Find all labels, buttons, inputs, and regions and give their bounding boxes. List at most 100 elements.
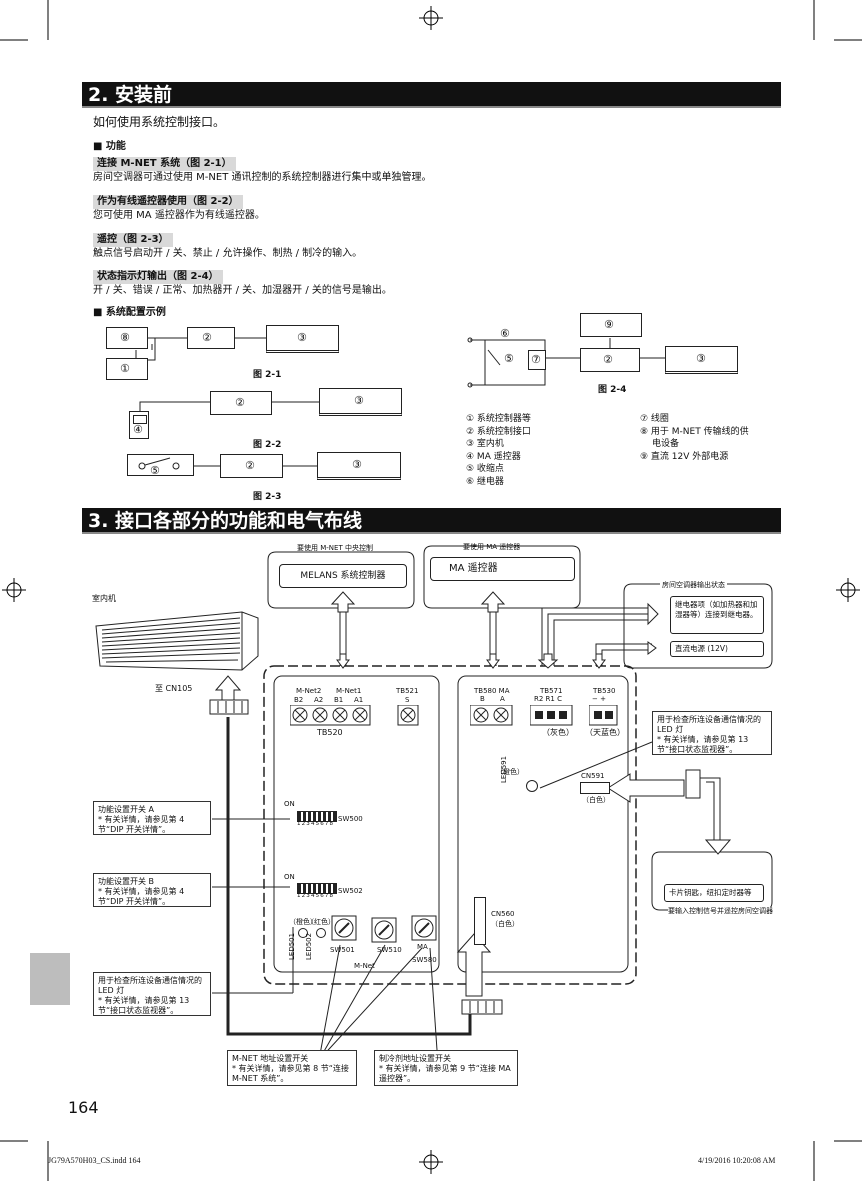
- item-ma: 作为有线遥控器使用（图 2-2） 您可使用 MA 遥控器作为有线遥控器。: [93, 189, 265, 222]
- led591-color: （橙色）: [496, 768, 524, 776]
- item-heading: 状态指示灯输出（图 2-4）: [93, 270, 223, 284]
- item-heading: 作为有线遥控器使用（图 2-2）: [93, 195, 243, 209]
- fig-2-3-lines: [138, 457, 317, 470]
- mnet1-label: M-Net1: [336, 687, 362, 695]
- section-3-header: 3. 接口各部分的功能和电气布线: [82, 508, 781, 534]
- b2-label: B2: [294, 696, 304, 704]
- to-cn105-label: 至 CN105: [155, 684, 193, 693]
- mnet2-label: M-Net2: [296, 687, 322, 695]
- dc-power-box: 直流电源 (12V): [670, 641, 764, 657]
- item-mnet: 连接 M-NET 系统（图 2-1） 房间空调器可通过使用 M-NET 通讯控制…: [93, 151, 432, 184]
- tb530-label: TB530: [593, 687, 616, 695]
- led-callout-left: 用于检查所连设备通信情况的 LED 灯* 有关详情，请参见第 13 节“接口状态…: [93, 972, 211, 1016]
- tb580-a: A: [500, 695, 505, 703]
- fig3-box-2: ②: [220, 454, 283, 478]
- sw510-label: SW510: [377, 946, 402, 954]
- tb580-label: TB580 MA: [474, 687, 510, 695]
- b1-label: B1: [334, 696, 344, 704]
- tb580-terminals: [470, 705, 513, 726]
- wiring-diagram: [209, 545, 773, 1061]
- tb530-color: （天蓝色）: [585, 728, 625, 737]
- relay-box: 继电器项（如加热器和加湿器等）连接到继电器。: [670, 596, 764, 634]
- led501-color: （橙色）: [289, 918, 317, 926]
- fig1-box-8: ⑧: [106, 327, 148, 349]
- chapter-tab: [30, 953, 70, 1005]
- fig2-ma-remote: ④: [129, 411, 149, 439]
- fig-2-2-lines: [139, 401, 319, 411]
- fig4-n5: ⑤: [504, 352, 514, 365]
- cn560-color: （白色）: [491, 920, 519, 928]
- sw502-on: ON: [284, 873, 295, 881]
- tb571-terminals: [530, 705, 573, 726]
- sw502-numbers: 1 2 3 4 5 6 7 8: [297, 893, 333, 899]
- tb530-pins: − +: [592, 695, 606, 703]
- page-number: 164: [68, 1098, 99, 1117]
- callout-switch-b: 功能设置开关 B* 有关详情，请参见第 4 节“DIP 开关详情”。: [93, 873, 211, 907]
- mnet-address-callout: M-NET 地址设置开关* 有关详情，请参见第 8 节“连接 M-NET 系统”…: [227, 1050, 357, 1086]
- ma-remote-box: MA 遥控器: [430, 557, 575, 581]
- led591-indicator: [526, 780, 538, 792]
- file-name: JG79A570H03_CS.indd 164: [48, 1156, 141, 1165]
- fig-2-4-label: 图 2-4: [598, 385, 627, 395]
- led502-color: （红色）: [307, 918, 335, 926]
- ma-use-label: 要使用 MA 遥控器: [463, 543, 521, 551]
- sw500-numbers: 1 2 3 4 5 6 7 8: [297, 821, 333, 827]
- tb571-pins: R2 R1 C: [534, 695, 562, 703]
- tb571-color: （灰色）: [542, 728, 574, 737]
- callout-switch-a: 功能设置开关 A* 有关详情，请参见第 4 节“DIP 开关详情”。: [93, 801, 211, 835]
- output-status-label: 房间空调器输出状态: [660, 581, 727, 590]
- fig4-n6: ⑥: [500, 327, 510, 340]
- fig3-switch-box: ⑤: [127, 454, 194, 477]
- mnet-central-label: 要使用 M-NET 中央控制: [297, 544, 373, 552]
- led502-indicator: [316, 928, 326, 938]
- tb530-terminals: [589, 705, 618, 726]
- item-text: 房间空调器可通过使用 M-NET 通讯控制的系统控制器进行集中或单独管理。: [93, 172, 432, 183]
- rotary-switches[interactable]: [330, 912, 440, 944]
- item-text: 触点信号启动开 / 关、禁止 / 允许操作、制热 / 制冷的输入。: [93, 248, 363, 259]
- sw502-label: SW502: [338, 887, 363, 895]
- tb521-label: TB521: [396, 687, 419, 695]
- fig4-box-2: ②: [580, 348, 640, 372]
- fig3-indoor-unit: ③: [317, 452, 401, 480]
- a1-label: A1: [354, 696, 364, 704]
- refrigerant-address-callout: 制冷剂地址设置开关* 有关详情，请参见第 9 节“连接 MA 遥控器”。: [374, 1050, 518, 1086]
- function-heading: ■ 功能: [93, 141, 126, 152]
- sw501-label: SW501: [330, 946, 355, 954]
- a2-label: A2: [314, 696, 324, 704]
- tb520-terminals: [290, 705, 419, 726]
- led501-indicator: [298, 928, 308, 938]
- item-text: 您可使用 MA 遥控器作为有线遥控器。: [93, 210, 265, 221]
- fig4-box-9: ⑨: [580, 313, 642, 337]
- item-text: 开 / 关、错误 / 正常、加热器开 / 关、加湿器开 / 关的信号是输出。: [93, 285, 392, 296]
- fig-2-1-label: 图 2-1: [253, 370, 282, 380]
- sw580-label: SW580: [412, 956, 437, 964]
- fig2-indoor-unit: ③: [319, 388, 402, 416]
- fig-2-2-label: 图 2-2: [253, 440, 282, 450]
- fig2-box-2: ②: [210, 391, 272, 415]
- card-box: 卡片钥匙，纽扣定时器等: [664, 884, 764, 902]
- melans-box: MELANS 系统控制器: [279, 564, 407, 588]
- fig4-box-7: ⑦: [528, 350, 546, 370]
- fig1-box-2: ②: [187, 327, 235, 349]
- item-remote: 遥控（图 2-3） 触点信号启动开 / 关、禁止 / 允许操作、制热 / 制冷的…: [93, 227, 362, 260]
- print-date: 4/19/2016 10:20:08 AM: [698, 1156, 776, 1165]
- fig-2-3-label: 图 2-3: [253, 492, 282, 502]
- tb580-b: B: [480, 695, 485, 703]
- sw500-dip[interactable]: [297, 811, 337, 822]
- card-caption: 要输入控制信号并遥控房间空调器: [668, 907, 774, 916]
- fig1-indoor-unit: ③: [266, 325, 339, 353]
- cn560-label: CN560: [491, 910, 515, 918]
- sw502-dip[interactable]: [297, 883, 337, 894]
- indoor-unit-drawing: [95, 611, 259, 671]
- led501-label: LED501: [288, 932, 296, 960]
- tb571-label: TB571: [540, 687, 563, 695]
- fig1-box-1: ①: [106, 358, 148, 380]
- section-2-header: 2. 安装前: [82, 82, 781, 108]
- tb521-s: S: [405, 696, 410, 704]
- fig4-indoor-unit: ③: [665, 346, 738, 374]
- led591-label: LED591: [500, 755, 508, 783]
- mnet-label: M-Net: [354, 962, 375, 970]
